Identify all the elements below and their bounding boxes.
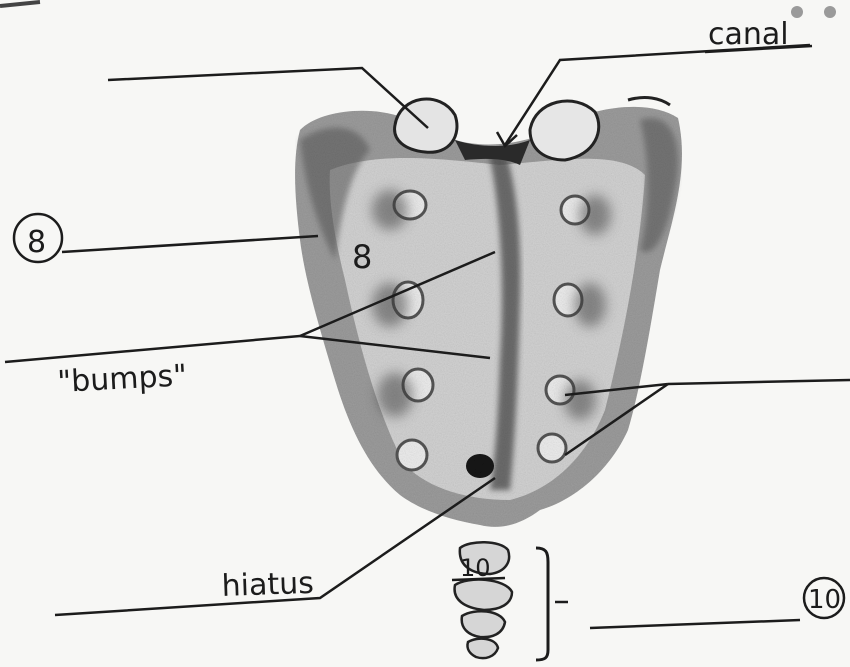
label-circled-10: 10: [808, 585, 841, 615]
label-coccyx-10: 10: [460, 554, 491, 582]
leader-line: [668, 380, 850, 384]
label-circled-8: 8: [27, 225, 46, 260]
scan-dot: [824, 6, 836, 18]
label-hiatus: hiatus: [221, 566, 314, 604]
label-bumps: "bumps": [57, 358, 188, 400]
scan-edge-mark: [0, 2, 40, 6]
leader-line: [590, 620, 800, 628]
coccyx-bracket: [536, 548, 548, 660]
sacrum-shape: [295, 107, 682, 527]
leader-line: [5, 336, 300, 362]
scan-dot: [791, 6, 803, 18]
leader-line: [62, 236, 318, 252]
label-body-8: 8: [352, 238, 372, 276]
label-canal: canal: [708, 17, 789, 52]
